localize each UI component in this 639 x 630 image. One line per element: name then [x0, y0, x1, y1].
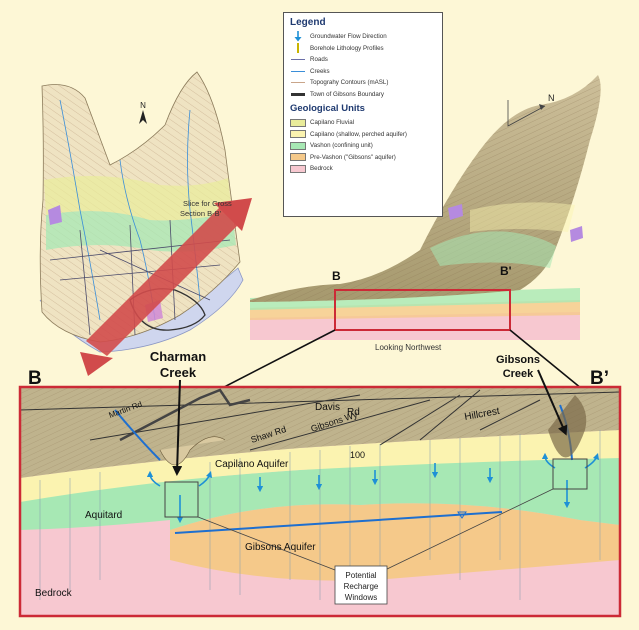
borehole-icon: [290, 43, 306, 54]
block-purple-patch: [448, 204, 463, 220]
gibsons-aquifer-label: Gibsons Aquifer: [245, 542, 316, 553]
bedrock-label: Bedrock: [35, 588, 73, 599]
block-gibsons-layer: [250, 300, 580, 320]
legend-unit-capilano-perched: Capilano (shallow, perched aquifer): [290, 129, 436, 141]
section-capilano-aquifer: [20, 430, 620, 502]
gibsons-recharge-window: [552, 458, 588, 490]
legend-unit-label: Pre-Vashon ("Gibsons" aquifer): [310, 153, 396, 161]
looking-northwest-label: Looking Northwest: [375, 343, 442, 352]
legend-unit-label: Capilano (shallow, perched aquifer): [310, 130, 407, 138]
charman-creek-label-2: Creek: [160, 365, 197, 380]
legend-item-label: Groundwater Flow Direction: [310, 33, 387, 41]
aquitard-label: Aquitard: [85, 510, 122, 521]
charman-creek-label-1: Charman: [150, 349, 206, 364]
gibsons-creek-pointer: [537, 369, 568, 436]
legend-item-label: Creeks: [310, 67, 330, 75]
boundary-line-icon: [291, 92, 305, 96]
map-north-label: N: [140, 101, 146, 110]
unit-swatch: [290, 130, 306, 139]
gibsons-creek-label-2: Creek: [503, 368, 534, 380]
block-label-b-prime: B': [500, 264, 512, 278]
legend-item-label: Roads: [310, 56, 328, 64]
section-frame: [18, 385, 622, 618]
slice-label-line1: Slice for Cross: [183, 199, 232, 208]
recharge-label-1: Potential: [345, 571, 376, 580]
legend-unit-label: Capilano Fluvial: [310, 119, 355, 127]
legend-unit-vashon: Vashon (confining unit): [290, 140, 436, 152]
legend-units-title: Geological Units: [290, 103, 365, 114]
gibsons-creek-label-1: Gibsons: [496, 354, 540, 366]
section-label-b-prime: B’: [590, 368, 609, 389]
section-creek: [114, 409, 161, 461]
block-north-label: N: [548, 93, 555, 103]
map-north-arrow-icon: N: [139, 101, 147, 124]
charman-pointer: [172, 379, 183, 476]
block-purple-patch: [570, 226, 583, 242]
flow-arrow-icon: [146, 470, 161, 487]
map-roads: [49, 219, 231, 336]
legend-unit-pre-vashon: Pre-Vashon ("Gibsons" aquifer): [290, 152, 436, 164]
slice-arrow-head-end: [80, 352, 113, 376]
legend-unit-label: Bedrock: [310, 165, 333, 173]
legend-item-label: Town of Gibsons Boundary: [310, 90, 384, 98]
capilano-aquifer-label: Capilano Aquifer: [215, 459, 289, 470]
roads-line-icon: [291, 59, 305, 61]
legend-title: Legend: [290, 17, 326, 28]
block-yellow-slope: [470, 202, 575, 232]
arrow-down-icon: [290, 31, 306, 42]
slice-label-line2: Section B-B': [180, 209, 222, 218]
map-capilano-band: [44, 176, 232, 221]
unit-swatch: [290, 164, 306, 173]
legend-item-roads: Roads: [290, 54, 436, 66]
legend-unit-bedrock: Bedrock: [290, 163, 436, 175]
road-label-100: 100: [350, 450, 365, 460]
charman-valley: [159, 436, 226, 466]
recharge-leader-left: [197, 516, 336, 571]
road-label-davis: Davis: [315, 402, 340, 413]
block-vashon-layer: [250, 288, 580, 310]
unit-swatch: [290, 118, 306, 127]
road-label-rd: Rd: [347, 407, 360, 418]
slice-arrow-body: [86, 205, 243, 356]
map-purple-patch: [48, 205, 62, 225]
block-label-b: B: [332, 269, 341, 283]
legend-item-borehole: Borehole Lithology Profiles: [290, 43, 436, 55]
plan-view-map: N Slice for Cross Section B-B': [39, 71, 252, 376]
recharge-label-2: Recharge: [344, 582, 379, 591]
recharge-leader-right: [384, 488, 554, 571]
legend-unit-capilano-fluvial: Capilano Fluvial: [290, 117, 436, 129]
unit-swatch: [290, 141, 306, 150]
section-label-b: B: [28, 368, 42, 389]
legend-item-label: Borehole Lithology Profiles: [310, 44, 384, 52]
cross-section: Potential Recharge Windows Davis Rd Shaw…: [18, 385, 622, 618]
flow-arrow-icon: [198, 470, 213, 487]
legend-item-town-boundary: Town of Gibsons Boundary: [290, 89, 436, 101]
unit-swatch: [290, 153, 306, 162]
legend-item-contours: Topograhy Contours (mASL): [290, 77, 436, 89]
recharge-windows-box: [334, 565, 388, 605]
legend-item-groundwater-flow: Groundwater Flow Direction: [290, 31, 436, 43]
contours-line-icon: [291, 82, 305, 84]
section-aquitard: [20, 455, 620, 530]
block-green-slope: [430, 231, 556, 268]
section-town-boundary: [119, 388, 251, 442]
recharge-label-3: Windows: [345, 593, 377, 602]
legend-panel: Legend Groundwater Flow Direction Boreho…: [283, 12, 443, 217]
legend-item-label: Topograhy Contours (mASL): [310, 79, 389, 87]
block-slice-box: [334, 289, 511, 331]
block-diagram: N B B' Looking Northwest: [250, 75, 601, 352]
legend-unit-label: Vashon (confining unit): [310, 142, 373, 150]
map-creek: [59, 99, 101, 321]
water-table-marker-icon: [457, 511, 467, 519]
section-roads: [19, 389, 621, 451]
block-bedrock: [250, 312, 580, 340]
creeks-line-icon: [291, 70, 305, 72]
section-gibsons-aquifer: [170, 503, 620, 581]
legend-item-creeks: Creeks: [290, 66, 436, 78]
charman-recharge-window: [164, 481, 199, 518]
block-north-arrow-icon: N: [507, 93, 555, 127]
map-creek: [187, 109, 201, 301]
slice-arrow-head-start: [214, 198, 252, 231]
